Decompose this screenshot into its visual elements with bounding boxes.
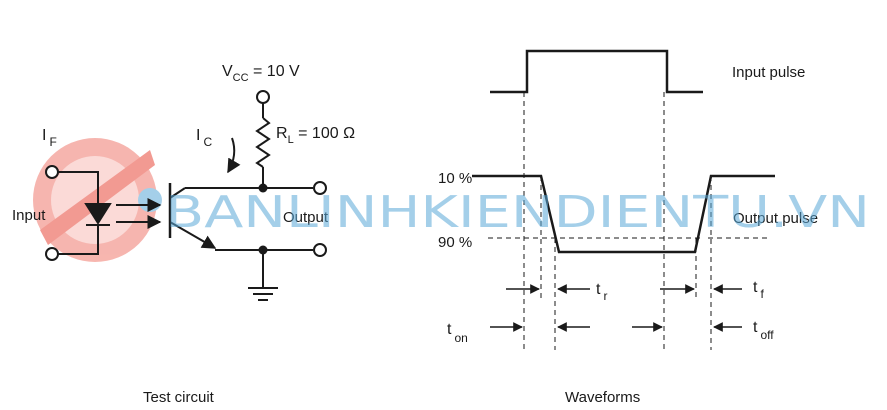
test-circuit	[45, 90, 327, 301]
vcc-terminal	[256, 90, 270, 104]
level-10-label: 10 %	[438, 170, 472, 187]
waveforms	[472, 49, 775, 350]
output-terminal-top	[313, 181, 327, 195]
dashed-guides	[488, 92, 770, 350]
level-90-label: 90 %	[438, 234, 472, 251]
input-pulse-trace	[490, 49, 703, 94]
load-resistor	[255, 117, 271, 168]
circuit-caption: Test circuit	[143, 389, 215, 406]
ground-symbol	[248, 287, 278, 301]
led-diode	[84, 203, 112, 225]
output-label: Output	[283, 209, 329, 226]
watermark-text: BANLINHKIENDIENTU.VN	[165, 187, 870, 238]
input-terminal-top	[45, 165, 59, 179]
output-pulse-trace	[472, 174, 775, 254]
input-pulse-label: Input pulse	[732, 64, 805, 81]
waveforms-caption: Waveforms	[565, 389, 640, 406]
output-pulse-label: Output pulse	[733, 210, 818, 227]
input-terminal-bottom	[45, 247, 59, 261]
rl-label: RL = 100 Ω	[276, 125, 355, 146]
junction-dot-top	[258, 183, 268, 193]
ic-current-arrow	[227, 137, 241, 174]
input-label: Input	[12, 207, 46, 224]
output-terminal-bottom	[313, 243, 327, 257]
vcc-label: VCC = 10 V	[222, 63, 300, 84]
transistor-collector	[169, 187, 186, 199]
transistor-emitter	[169, 221, 217, 249]
